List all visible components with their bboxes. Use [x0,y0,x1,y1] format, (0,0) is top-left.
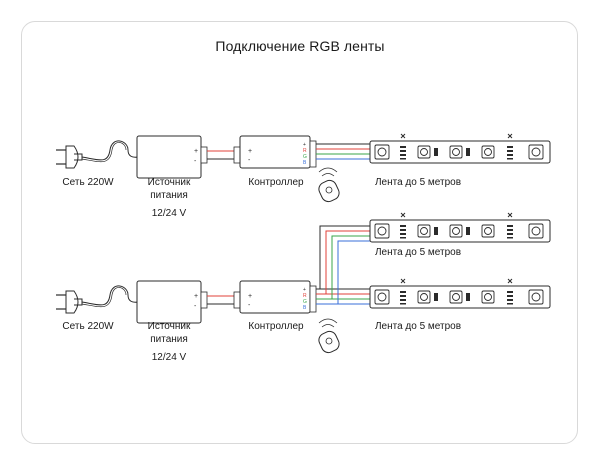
psu-minus-mark: - [194,303,197,310]
controller-label: Контроллер [248,321,304,332]
led-strip [369,212,551,243]
row-1: + - + - + R G B [56,133,551,203]
ctrl-out-mark: B [303,160,307,166]
remote-control-icon [318,318,340,354]
psu-minus-mark: - [194,158,197,165]
ctrl-out-mark: R [303,293,307,299]
psu-voltage: 12/24 V [151,352,187,363]
psu-label: Источник питания 12/24 V [135,176,203,220]
psu-label-line: питания [150,334,188,345]
led-strip [369,278,551,309]
strip-label: Лента до 5 метров [374,247,462,258]
remote-control-icon [318,167,340,203]
ctrl-out-mark: + [303,142,306,148]
mains-label: Сеть 220W [62,321,114,332]
psu-label-line: Источник [147,321,191,332]
ctrl-in-plus-mark: + [248,293,252,300]
mains-label: Сеть 220W [62,177,114,188]
psu-label-line: Источник [147,177,191,188]
psu-label-line: питания [150,190,188,201]
power-supply: + - [136,280,208,324]
ctrl-out-mark: B [303,305,307,311]
ctrl-out-mark: G [303,299,307,305]
mains-plug-icon [56,285,139,314]
strip-label: Лента до 5 метров [374,177,462,188]
led-strip [369,133,551,164]
ctrl-out-mark: R [303,148,307,154]
psu-voltage: 12/24 V [151,208,187,219]
psu-plus-mark: + [194,148,198,155]
diagram-title: Подключение RGB ленты [215,38,385,54]
controller: + - + R G B [233,135,317,169]
row-2: + - + - + R G B [56,212,551,354]
mains-plug-icon [56,140,139,169]
controller: + - + R G B [233,280,317,314]
psu-plus-mark: + [194,293,198,300]
power-supply: + - [136,135,208,179]
ctrl-out-mark: G [303,154,307,160]
psu-label: Источник питания 12/24 V [135,320,203,364]
controller-label: Контроллер [248,177,304,188]
ctrl-in-plus-mark: + [248,148,252,155]
strip-label: Лента до 5 метров [374,321,462,332]
ctrl-in-minus-mark: - [248,302,251,309]
ctrl-out-mark: + [303,287,306,293]
ctrl-in-minus-mark: - [248,157,251,164]
